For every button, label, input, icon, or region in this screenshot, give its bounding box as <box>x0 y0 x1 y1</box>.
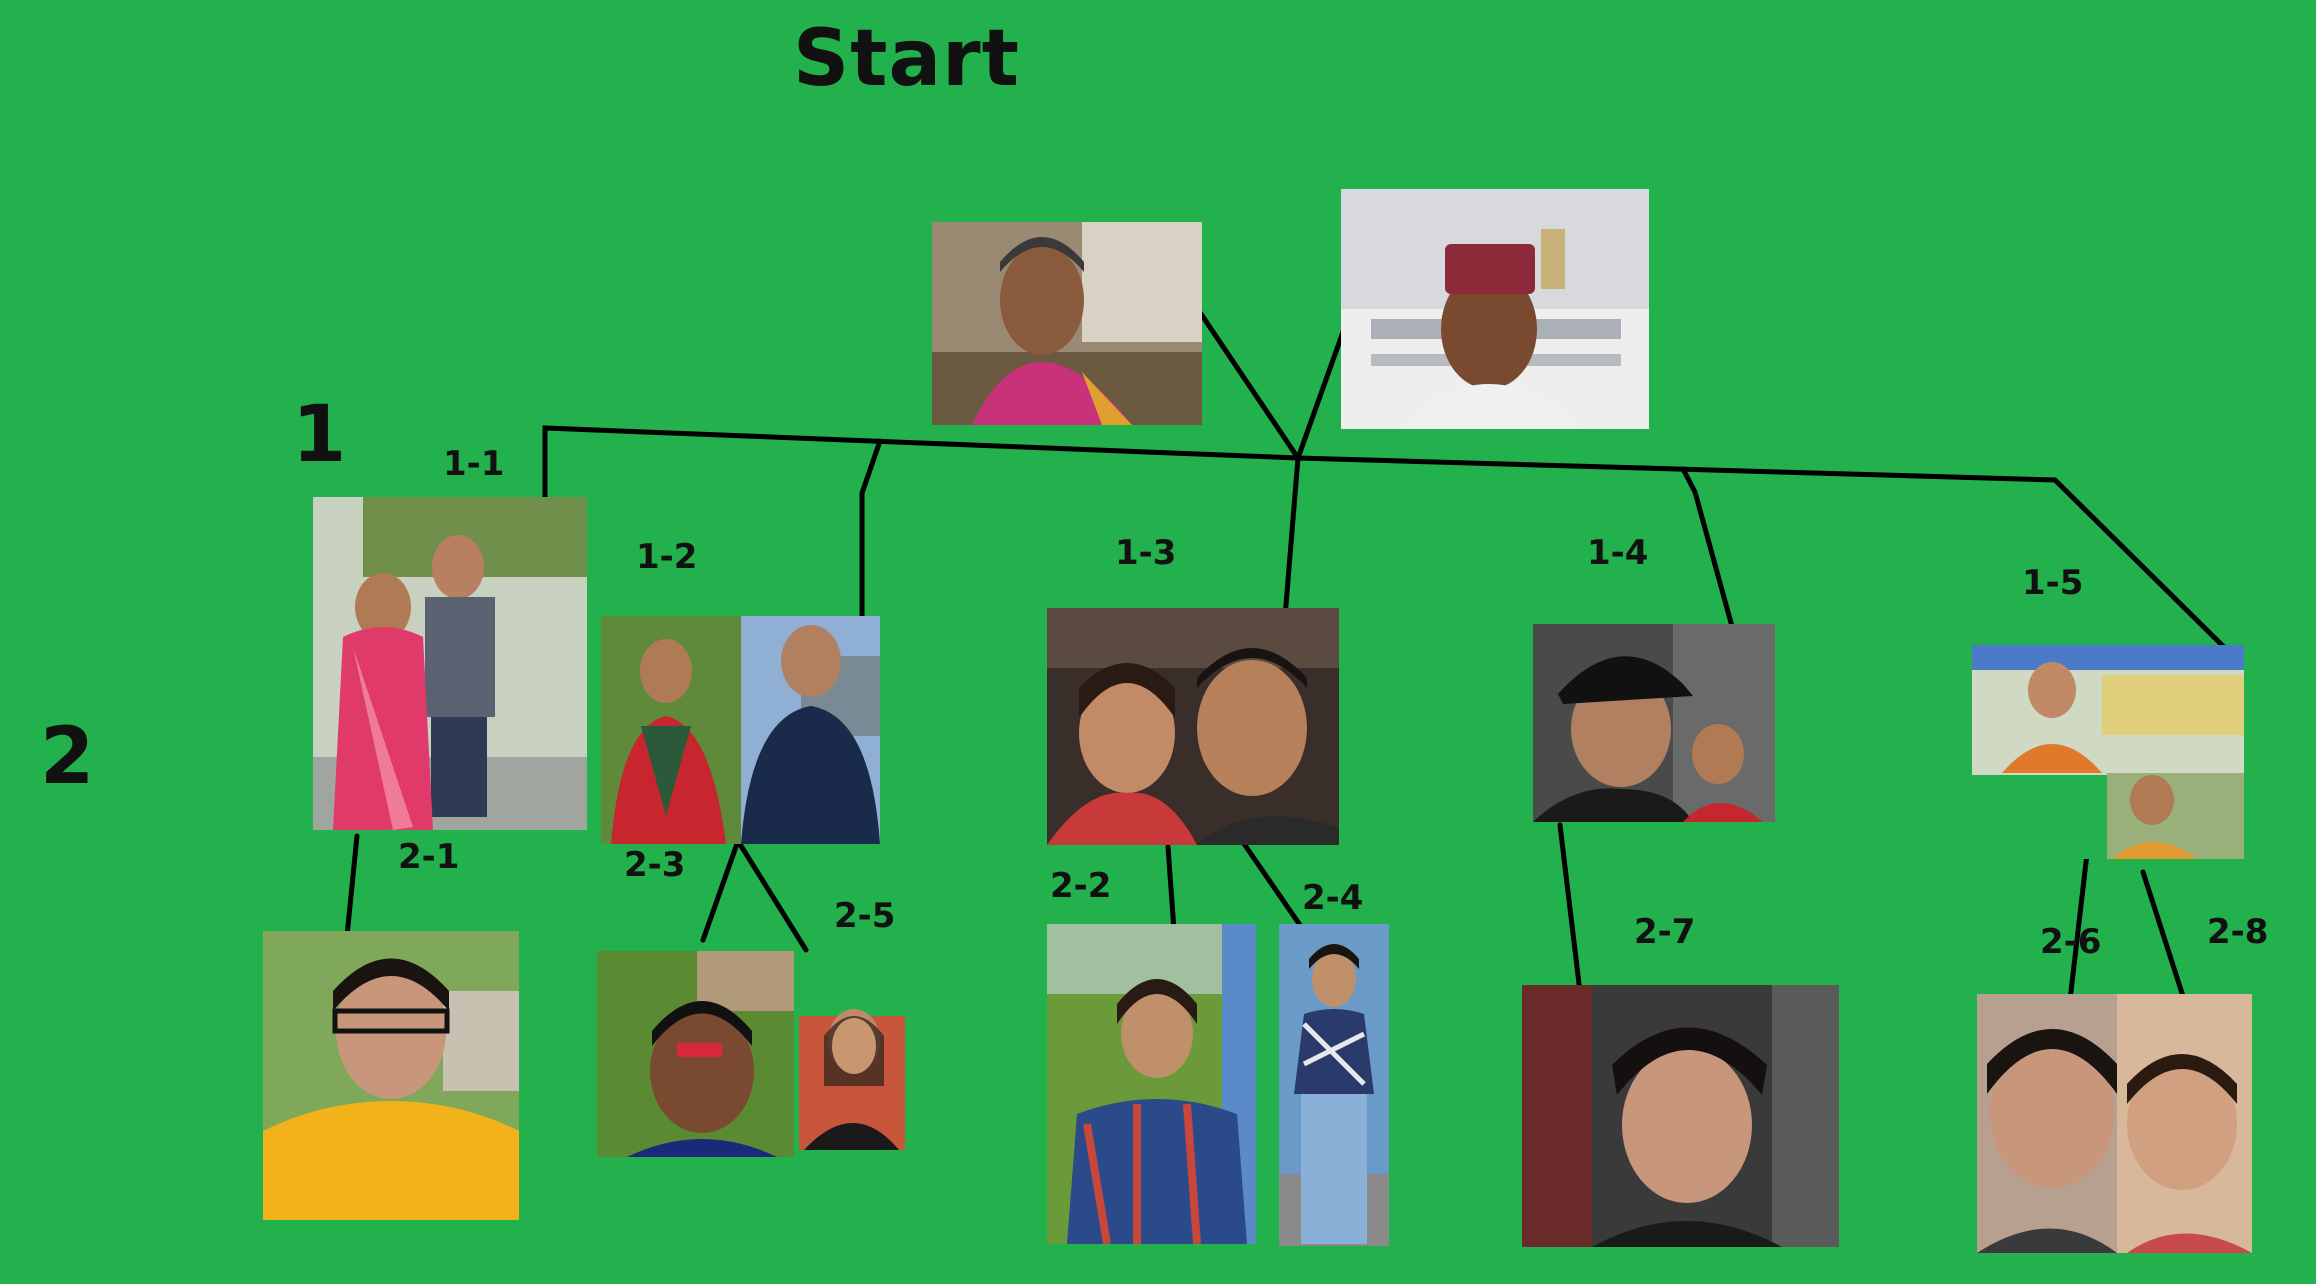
photo-1-3 <box>1047 608 1339 845</box>
page-title: Start <box>793 14 1020 104</box>
photo-grandfather <box>1341 189 1649 429</box>
connector-to-2-1 <box>343 833 360 949</box>
photo-2-4 <box>1279 924 1389 1246</box>
label-1-2: 1-2 <box>636 537 698 577</box>
label-2-8: 2-8 <box>2207 912 2269 952</box>
photo-1-4 <box>1533 624 1775 822</box>
photo-2-2 <box>1047 924 1256 1244</box>
label-1-3: 1-3 <box>1115 533 1177 573</box>
connector-to-2-4 <box>1237 835 1305 931</box>
connector-to-2-8 <box>2140 869 2193 1021</box>
photo-1-2 <box>601 616 880 844</box>
generation-2-label: 2 <box>40 712 95 802</box>
label-2-4: 2-4 <box>1302 878 1364 918</box>
label-2-6: 2-6 <box>2040 922 2102 962</box>
photo-2-1 <box>263 931 519 1220</box>
photo-2-3 <box>597 951 794 1157</box>
connector-to-1-3 <box>1282 455 1301 620</box>
connector-grandmother <box>1192 302 1301 461</box>
connector-grandfather <box>1295 315 1351 461</box>
label-1-1: 1-1 <box>443 444 505 484</box>
label-2-3: 2-3 <box>624 845 686 885</box>
photo-2-7 <box>1522 985 1839 1247</box>
photo-grandmother <box>932 222 1202 425</box>
connector-to-2-5 <box>735 838 809 953</box>
label-2-7: 2-7 <box>1634 912 1696 952</box>
connector-to-2-7 <box>1557 822 1583 995</box>
connector-to-1-4 <box>1680 466 1736 633</box>
label-2-5: 2-5 <box>834 896 896 936</box>
generation-1-label: 1 <box>292 390 347 480</box>
connector-to-2-3 <box>700 838 741 943</box>
photo-2-6-2-8 <box>1977 994 2252 1253</box>
photo-1-5 <box>1972 645 2244 859</box>
label-1-4: 1-4 <box>1587 533 1649 573</box>
photo-1-1 <box>313 497 587 830</box>
connector-to-1-2 <box>859 438 883 620</box>
label-1-5: 1-5 <box>2022 563 2084 603</box>
label-2-2: 2-2 <box>1050 866 1112 906</box>
label-2-1: 2-1 <box>398 837 460 877</box>
photo-2-5 <box>799 986 905 1150</box>
connector-main-bar <box>542 425 2228 651</box>
